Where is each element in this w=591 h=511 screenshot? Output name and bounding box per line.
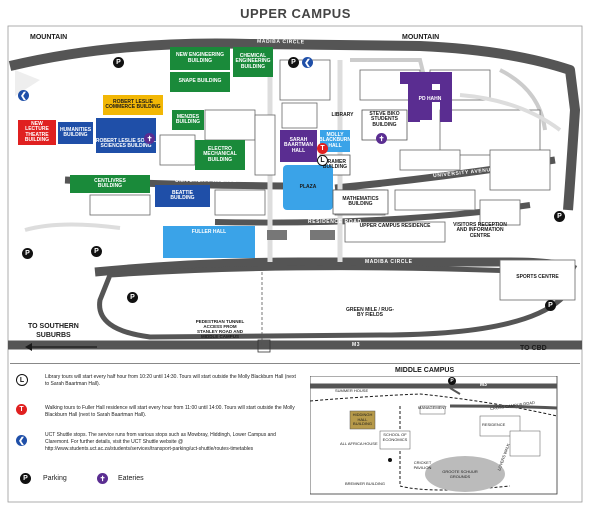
hiddingh-label: HIDDINGH HALL BUILDING [352, 412, 373, 426]
middle-campus-title: MIDDLE CAMPUS [395, 367, 455, 374]
eatery-icon: ✝ [97, 473, 108, 484]
m3-label: M3 [352, 342, 361, 348]
divider [10, 363, 580, 364]
upper-campus-residence: UPPER CAMPUS RESIDENCE [359, 223, 431, 230]
groote-schuur-label: GROOTE SCHUUR GROUNDS [442, 469, 478, 479]
arrow-left-icon [25, 343, 97, 351]
middle-campus-m3-label: M3 [480, 382, 487, 388]
new-engineering-shape [170, 47, 230, 70]
walking-tour-icon: T [16, 404, 27, 415]
university-avenue-left-label: UNIVERSITY AVENUE [175, 178, 237, 184]
summer-house-label: SUMMER HOUSE [335, 388, 369, 393]
legend-eateries: Eateries [118, 475, 144, 482]
parking-icon: P [113, 57, 124, 68]
parking-icon: P [448, 377, 456, 385]
pd-hahn-building: PD HAHN [418, 96, 442, 103]
molly-blackburn-hall: MOLLY BLACKBURN HALL [319, 131, 351, 149]
parking-icon: P [288, 57, 299, 68]
parking-icon: P [22, 248, 33, 259]
bremner-building-label: BREMNER BUILDING [345, 481, 386, 486]
school-of-economics-label: SCHOOL OF ECONOMICS [382, 432, 408, 442]
pedestrian-tunnel-label: PEDESTRIAN TUNNEL ACCESS FROM STANLEY RO… [195, 319, 245, 339]
madiba-circle-top-road [8, 38, 580, 211]
to-cbd-label: TO CBD [520, 345, 547, 352]
legend-parking: Parking [43, 475, 67, 482]
snape-building: SNAPE BUILDING [178, 78, 222, 85]
middle-campus-map [310, 376, 558, 495]
parking-icon: P [554, 211, 565, 222]
eatery-icon: ✝ [144, 133, 155, 144]
residence-road [214, 202, 531, 226]
page-title: UPPER CAMPUS [240, 6, 351, 21]
parking-icon: P [91, 246, 102, 257]
legend-walking-tours: Walking tours to Fuller Hall residence w… [45, 405, 295, 418]
eatery-icon: ✝ [376, 133, 387, 144]
mountain-label-left: MOUNTAIN [30, 34, 68, 41]
parking-icon: P [20, 473, 31, 484]
library-building: LIBRARY [331, 112, 354, 119]
residence-road-label: RESIDENCE ROAD [308, 219, 362, 225]
sarah-baartman-hall: SARAH BAARTMAN HALL [284, 136, 313, 154]
visitors-reception-centre: VISITORS RECEPTION AND INFORMATION CENTR… [453, 221, 507, 239]
chemical-engineering-building: CHEMICAL ENGINEERING BUILDING [235, 52, 271, 70]
shuttle-stop-icon: ❮ [16, 435, 27, 446]
library-tour-icon: L [16, 374, 28, 386]
new-lecture-theatre-building: NEW LECTURE THEATRE BUILDING [24, 120, 50, 143]
humanities-building: HUMANITIES BUILDING [59, 126, 92, 138]
madiba-circle-top-label: MADIBA CIRCLE [256, 38, 305, 46]
parking-icon: P [127, 292, 138, 303]
residence-label: RESIDENCE [482, 422, 506, 427]
cricket-pavilion-label: CRICKET PAVILION [413, 460, 432, 470]
mountain-label-right: MOUNTAIN [402, 34, 440, 41]
beattie-building: BEATTIE BUILDING [170, 189, 195, 201]
menzies-building: MENZIES BUILDING [175, 113, 201, 125]
shuttle-stop-icon: ❮ [302, 57, 313, 68]
library-tour-icon: L [317, 155, 328, 166]
mathematics-building: MATHEMATICS BUILDING [342, 195, 379, 207]
electro-mechanical-building: ELECTRO MECHANICAL BUILDING [203, 145, 237, 163]
to-southern-suburbs-label: TO SOUTHERN SUBURBS [28, 323, 79, 339]
management-label: MANAGEMENT [418, 405, 447, 410]
kramer-building: KRAMER BUILDING [322, 158, 348, 170]
legend-library-tours: Library tours will start every half hour… [45, 374, 296, 387]
robert-leslie-commerce-building: ROBERT LESLIE COMMERCE BUILDING [105, 98, 161, 110]
sports-centre: SPORTS CENTRE [516, 274, 559, 281]
madiba-circle-bottom-label: MADIBA CIRCLE [365, 259, 413, 265]
legend-shuttle: UCT Shuttle stops. The service runs from… [45, 432, 276, 452]
plaza: PLAZA [299, 183, 317, 190]
shuttle-stop-icon: ❮ [18, 90, 29, 101]
steve-biko-students-building: STEVE BIKO STUDENTS BUILDING [369, 110, 400, 128]
all-africa-house-label: ALL AFRICA HOUSE [340, 441, 378, 446]
new-engineering-building: NEW ENGINEERING BUILDING [175, 52, 225, 64]
walking-tour-icon: T [317, 143, 328, 154]
parking-icon: P [545, 300, 556, 311]
fuller-hall: FULLER HALL [191, 229, 227, 236]
green-mile-rugby-fields: GREEN MILE / RUG- BY FIELDS [345, 306, 395, 318]
centlivres-building: CENTLIVRES BUILDING [94, 177, 126, 189]
